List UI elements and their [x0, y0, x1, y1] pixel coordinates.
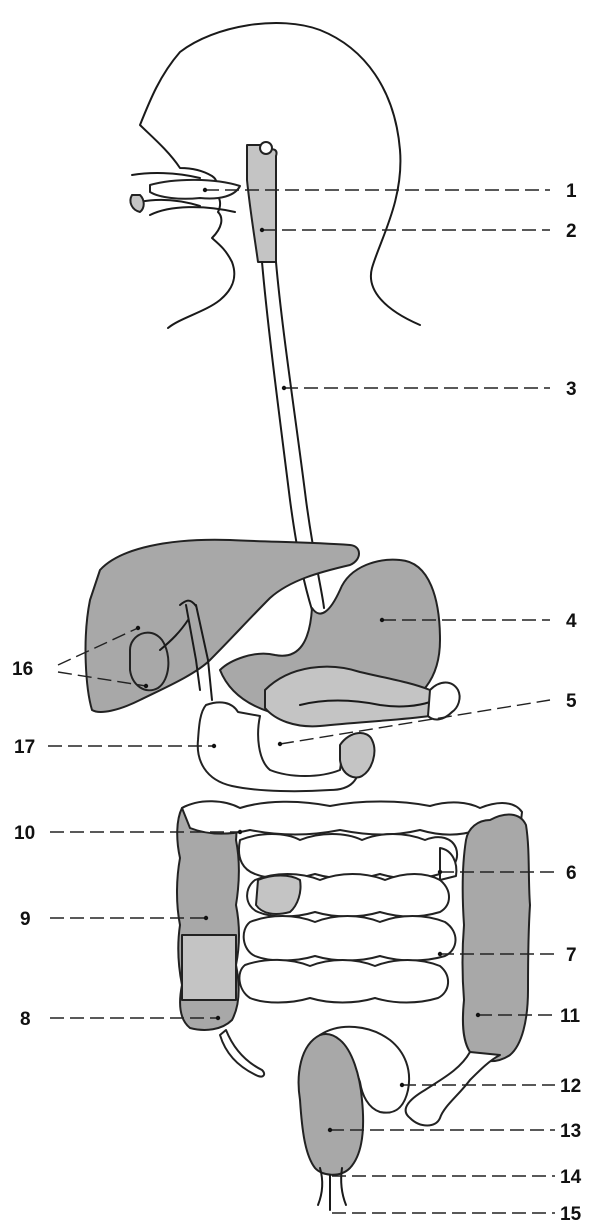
label-15: 15 — [560, 1204, 582, 1225]
label-8: 8 — [20, 1009, 31, 1030]
pharynx — [247, 145, 277, 262]
label-3: 3 — [566, 379, 577, 400]
tongue — [150, 207, 235, 215]
small-intestine — [239, 834, 457, 1003]
pharynx-cap — [260, 142, 272, 154]
appendix — [220, 1030, 264, 1077]
label-11: 11 — [560, 1006, 581, 1027]
label-7: 7 — [566, 945, 577, 966]
label-16: 16 — [12, 659, 33, 680]
label-17: 17 — [14, 737, 35, 758]
label-13: 13 — [560, 1121, 581, 1142]
label-1: 1 — [566, 181, 577, 202]
label-2: 2 — [566, 221, 577, 242]
descending-colon — [463, 815, 531, 1062]
label-10: 10 — [14, 823, 35, 844]
label-4: 4 — [566, 611, 577, 632]
pancreas-tail — [428, 683, 460, 720]
label-9: 9 — [20, 909, 31, 930]
label-6: 6 — [566, 863, 577, 884]
sigmoid-colon — [406, 1052, 500, 1126]
label-5: 5 — [566, 691, 577, 712]
label-14: 14 — [560, 1167, 582, 1188]
label-12: 12 — [560, 1076, 581, 1097]
gall-bladder — [130, 633, 168, 691]
